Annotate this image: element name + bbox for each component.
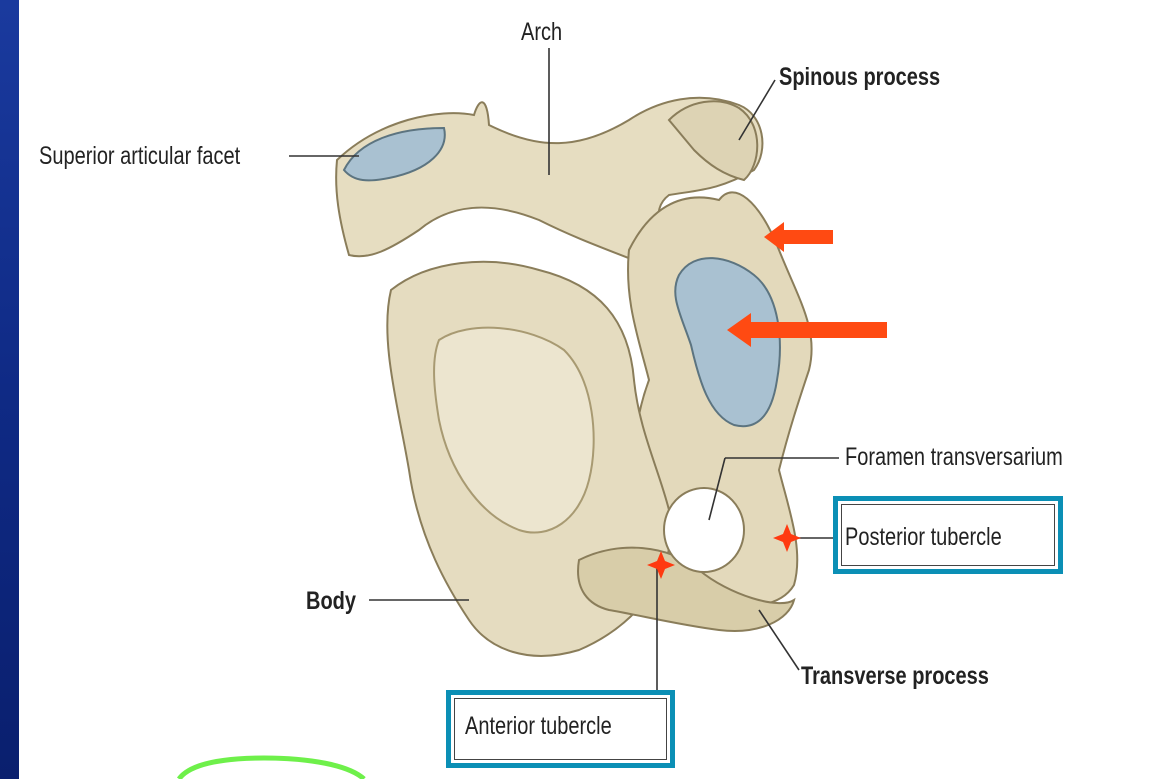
label-arch: Arch bbox=[521, 20, 562, 45]
label-spinous-process: Spinous process bbox=[779, 65, 940, 90]
label-posterior-tubercle: Posterior tubercle bbox=[845, 525, 1002, 550]
vertebra-figure bbox=[19, 0, 1163, 779]
label-body: Body bbox=[306, 589, 356, 614]
foramen-shape bbox=[664, 488, 744, 572]
label-transverse-process: Transverse process bbox=[801, 664, 989, 689]
green-ring-shape bbox=[179, 758, 364, 779]
label-superior-articular-facet: Superior articular facet bbox=[39, 144, 240, 169]
label-anterior-tubercle: Anterior tubercle bbox=[465, 714, 612, 739]
label-foramen-transversarium: Foramen transversarium bbox=[845, 445, 1063, 470]
slide: Arch Spinous process Superior articular … bbox=[19, 0, 1163, 779]
